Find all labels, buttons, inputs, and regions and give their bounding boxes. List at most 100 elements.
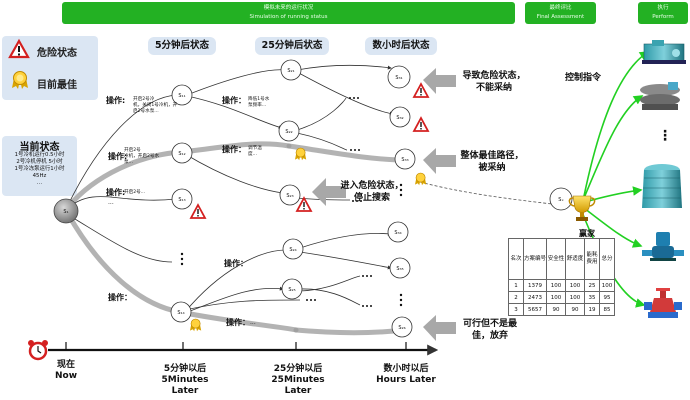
state-node-s34 <box>387 221 409 243</box>
table-cell: 1379 <box>523 279 547 292</box>
callout-ok-text: 可行但不是最 佳，放弃 <box>462 319 517 341</box>
callout-arrow-best <box>423 148 456 174</box>
node-label-s32: S₃₂ <box>396 115 403 121</box>
assessment-header-zh: 最终评比 <box>549 5 572 11</box>
simulation-header-zh: 模拟未来的运行状况 <box>263 5 314 11</box>
table-cell: 19 <box>584 303 600 316</box>
timeline-5min-label: 5分钟以后 5Minutes Later <box>161 364 209 396</box>
table-row: 3 5657 90 90 19 85 <box>508 303 615 316</box>
state-node-s32 <box>389 106 411 128</box>
op9-text: ... <box>250 319 256 326</box>
node-label-s22: S₂₂ <box>285 129 292 135</box>
state-node-s21 <box>280 59 302 81</box>
node-label-s11: S₁₁ <box>178 93 185 99</box>
pump-icon <box>642 232 684 261</box>
node-label-s24: S₂₄ <box>289 247 296 253</box>
callout-best-text: 整体最佳路径， 被采纳 <box>460 151 524 173</box>
callout-arrow-stop <box>312 178 346 206</box>
chiller-icon <box>640 82 680 110</box>
node-label-s33: S₃₃ <box>401 157 408 163</box>
current-state-body: 1号冷机运行0.5小时 2号冷机停机 5小时 1号冷冻泵运行1小时 45Hz .… <box>14 152 65 186</box>
state-node-sx <box>549 187 573 211</box>
table-cell: 100 <box>546 291 566 304</box>
medal-icon <box>295 147 307 161</box>
chiller-icon <box>642 40 686 64</box>
state-node-s1 <box>53 198 79 224</box>
ranking-header-cell: 能耗费用 <box>584 238 600 280</box>
ranking-header-cell: 总分 <box>599 238 615 280</box>
node-label-s1: S₁ <box>63 209 68 215</box>
warning-triangle-icon <box>412 82 430 98</box>
state-node-s14 <box>170 301 192 323</box>
medal-icon <box>415 172 427 186</box>
state-node-s22 <box>278 120 300 142</box>
table-cell: 5657 <box>523 303 547 316</box>
table-cell: 2473 <box>523 291 547 304</box>
timeline-ticks <box>65 342 407 350</box>
assessment-header-en: Final Assessment <box>536 14 585 20</box>
table-cell: 25 <box>584 279 600 292</box>
tree-edges <box>67 64 394 314</box>
callout-stop-text: 进入危险状态， 停止搜索 <box>340 181 404 203</box>
table-cell: 85 <box>599 303 615 316</box>
cooling-tower-icon <box>642 164 682 208</box>
winner-label: 赢家 <box>579 229 595 238</box>
node-label-s26: S₂₆ <box>398 325 405 331</box>
node-label-s23: S₂₃ <box>286 193 293 199</box>
valve-icon <box>644 288 682 318</box>
callout-danger-text: 导致危险状态， 不能采纳 <box>462 71 526 93</box>
state-node-s26 <box>391 316 413 338</box>
simulation-header-en: Simulation of running status <box>249 14 328 20</box>
node-label-s13: S₁₃ <box>178 197 185 203</box>
node-label-s34: S₃₄ <box>394 230 401 236</box>
op2-text: 开启2号 冷机，开启2号水 泵... <box>124 148 160 165</box>
table-cell: 90 <box>565 303 585 316</box>
timeline-25min-label: 25分钟以后 25Minutes Later <box>271 364 325 396</box>
control-command-label: 控制指令 <box>565 73 602 83</box>
table-cell: 100 <box>546 279 566 292</box>
perform-header: 执行 Perform <box>638 2 688 24</box>
warning-triangle-icon <box>412 116 430 132</box>
table-row: 1 1379 100 100 25 100 <box>508 279 615 292</box>
ranking-header-cell: 安全性 <box>546 238 566 280</box>
medal-icon <box>190 318 202 332</box>
table-cell: 100 <box>599 279 615 292</box>
state-node-s12 <box>171 142 193 164</box>
op4-label: 操作： <box>222 96 246 105</box>
node-label-s14: S₁₄ <box>177 310 184 316</box>
warning-triangle-icon <box>189 203 207 219</box>
node-label-s21: S₂₁ <box>287 68 294 74</box>
legend-danger-label: 危险状态 <box>37 48 77 59</box>
node-label-s35: S₃₅ <box>396 266 403 272</box>
op1-text: 开启2号冷 机，关闭1号冷机，开 启2号水泵... <box>133 97 178 114</box>
table-cell: 1 <box>508 279 524 292</box>
column-header-5min: 5分钟后状态 <box>148 37 216 55</box>
timeline-now-label: 现在 Now <box>54 360 78 381</box>
table-cell: 90 <box>546 303 566 316</box>
ranking-table-header: 名次 方案编号 安全性 舒适度 能耗费用 总分 <box>508 238 615 280</box>
ranking-header-cell: 舒适度 <box>565 238 585 280</box>
legend-best-label: 目前最佳 <box>37 80 77 91</box>
ranking-header-cell: 方案编号 <box>523 238 547 280</box>
op4-text: 降低1号水 泵频率... <box>248 97 270 108</box>
table-cell: 2 <box>508 291 524 304</box>
node-label-s25: S₂₅ <box>288 287 295 293</box>
vertical-ellipsis-col1 <box>180 252 184 266</box>
alarm-clock-icon <box>28 340 48 361</box>
ranking-table: 名次 方案编号 安全性 舒适度 能耗费用 总分 1 1379 100 100 2… <box>508 238 615 316</box>
op1-label: 操作: <box>106 96 126 105</box>
column-header-hours: 数小时后状态 <box>365 37 437 55</box>
state-node-s23 <box>279 184 301 206</box>
op5-label: 操作： <box>222 145 246 154</box>
op2-label: 操作: <box>108 152 128 161</box>
table-cell: 35 <box>584 291 600 304</box>
vertical-ellipsis-col3b <box>399 293 403 307</box>
best-path <box>65 141 409 336</box>
state-node-s25 <box>281 278 303 300</box>
perform-ellipsis: ⋮ <box>658 128 672 144</box>
table-cell: 95 <box>599 291 615 304</box>
current-state-panel: 当前状态 1号冷机运行0.5小时 2号冷机停机 5小时 1号冷冻泵运行1小时 4… <box>2 136 77 196</box>
op3-label: 操作: <box>106 188 126 197</box>
medal-icon <box>12 71 28 89</box>
horizontal-ellipsis-group <box>306 97 372 307</box>
